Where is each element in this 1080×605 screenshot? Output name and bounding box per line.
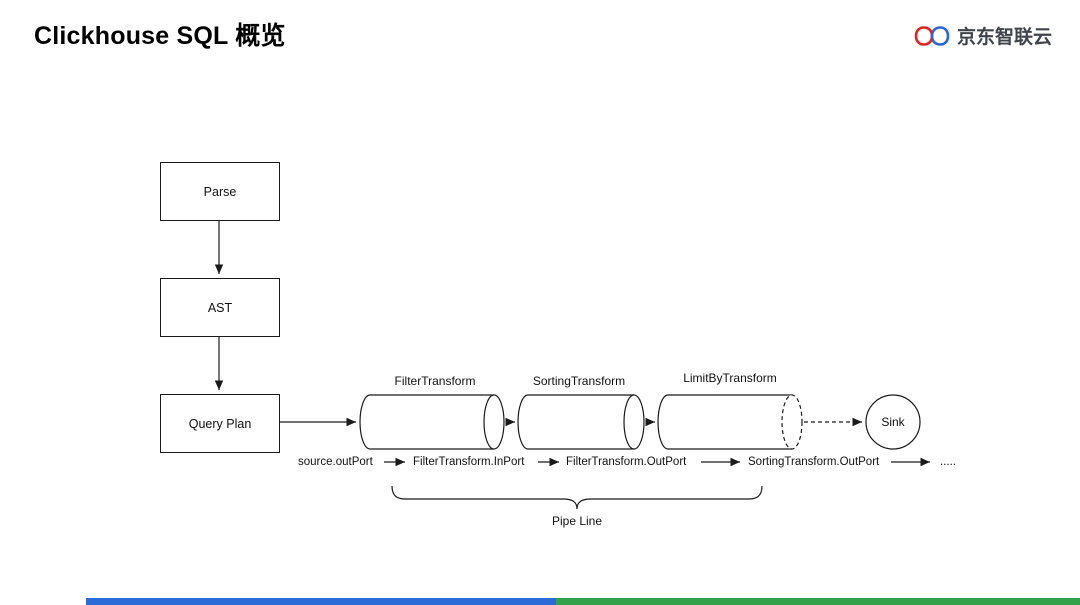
cylinder-sorting-transform xyxy=(517,394,645,450)
parse-box-label: Parse xyxy=(203,184,237,199)
pipeline-label: Pipe Line xyxy=(551,514,603,528)
port-label-source-outport: source.outPort xyxy=(298,456,373,468)
cylinder-filter-transform xyxy=(359,394,505,450)
page-title: Clickhouse SQL 概览 xyxy=(34,22,286,50)
port-label-ellipsis: ..... xyxy=(940,456,956,468)
jd-cloud-infinity-icon xyxy=(914,24,950,48)
cylinder-label-limitby: LimitByTransform xyxy=(683,371,777,385)
cylinder-limitby-transform xyxy=(657,394,803,450)
cylinder-label-sorting: SortingTransform xyxy=(532,374,626,388)
pipeline-brace xyxy=(391,485,763,510)
port-label-sorting-outport: SortingTransform.OutPort xyxy=(748,456,880,468)
bottom-stripe-green xyxy=(556,598,1080,605)
sink-label: Sink xyxy=(881,415,905,429)
port-label-filter-inport: FilterTransform.InPort xyxy=(413,456,525,468)
bottom-stripe-blue xyxy=(86,598,556,605)
brand-logo-text: 京东智联云 xyxy=(956,27,1052,48)
cylinder-label-filter: FilterTransform xyxy=(394,374,476,388)
ast-box-label: AST xyxy=(207,300,233,315)
query-plan-box-label: Query Plan xyxy=(188,416,252,431)
brand-logo: 京东智联云 xyxy=(914,22,1052,49)
ast-box: AST xyxy=(160,278,280,337)
parse-box: Parse xyxy=(160,162,280,221)
port-label-filter-outport: FilterTransform.OutPort xyxy=(566,456,687,468)
query-plan-box: Query Plan xyxy=(160,394,280,453)
